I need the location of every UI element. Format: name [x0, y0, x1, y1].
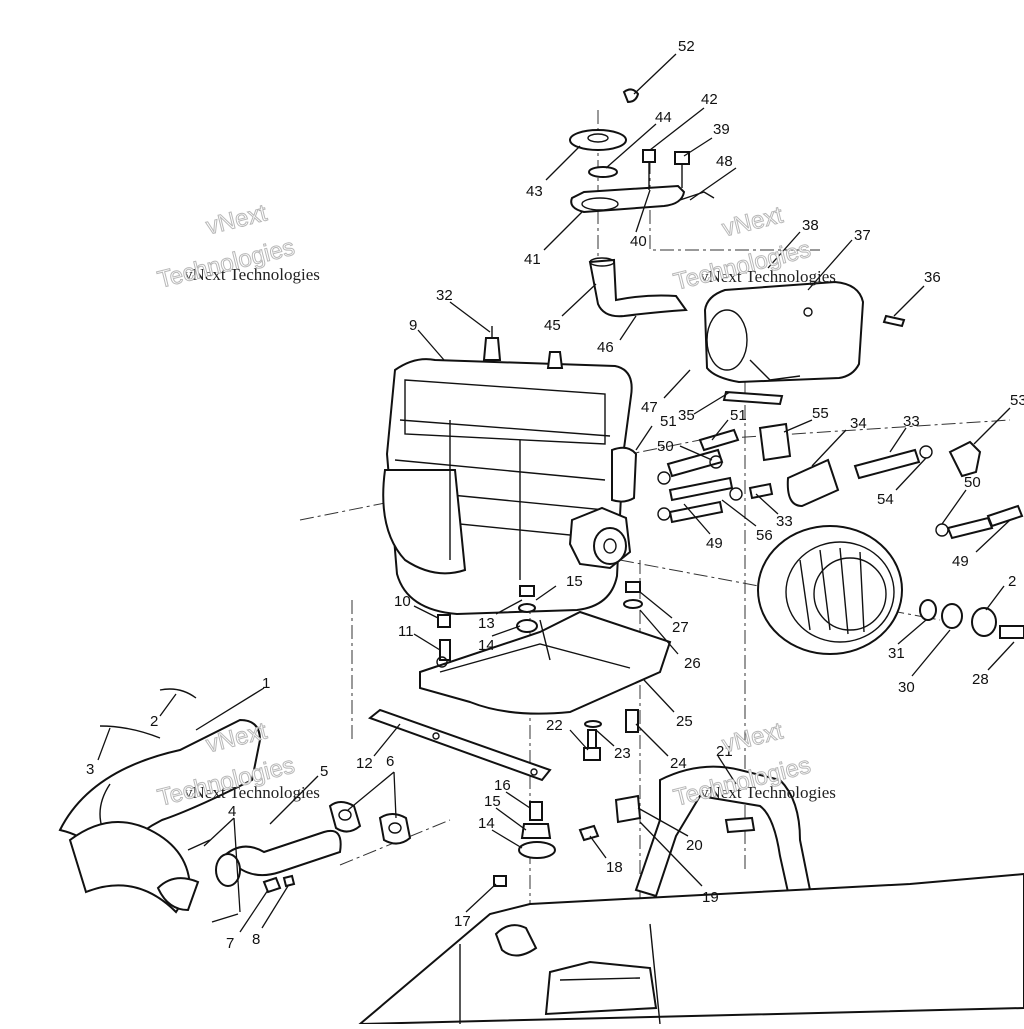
callout-17: 17 [454, 913, 471, 930]
callout-14-bottom: 14 [478, 815, 495, 832]
callout-3: 3 [86, 761, 94, 778]
callout-43: 43 [526, 183, 543, 200]
svg-text:vNext Technologies: vNext Technologies [700, 783, 836, 802]
oil-tank [703, 280, 906, 406]
callout-23: 23 [614, 745, 631, 762]
callout-leaders [97, 53, 1015, 933]
callout-56: 56 [756, 527, 773, 544]
callout-13: 13 [478, 615, 495, 632]
callout-33-b: 33 [776, 513, 793, 530]
svg-text:vNext Technologies: vNext Technologies [184, 265, 320, 284]
callout-9: 9 [409, 317, 417, 334]
callout-15-bottom: 15 [484, 793, 501, 810]
callout-38: 38 [802, 217, 819, 234]
svg-text:vNext: vNext [719, 201, 785, 242]
callout-35: 35 [678, 407, 695, 424]
callout-41: 41 [524, 251, 541, 268]
callout-5: 5 [320, 763, 328, 780]
callout-36: 36 [924, 269, 941, 286]
callout-51-a: 51 [660, 413, 677, 430]
callout-12: 12 [356, 755, 373, 772]
fuel-cap-assembly [569, 88, 715, 214]
callout-20: 20 [686, 837, 703, 854]
support-bar [367, 708, 552, 782]
callout-26: 26 [684, 655, 701, 672]
callout-25: 25 [676, 713, 693, 730]
callout-53: 53 [1010, 392, 1024, 409]
callout-14-top: 14 [478, 637, 495, 654]
svg-text:vNext: vNext [719, 717, 785, 758]
svg-text:vNext: vNext [203, 199, 269, 240]
engine-block [382, 326, 638, 616]
callout-22: 22 [546, 717, 563, 734]
callout-labels: 52 42 44 39 48 43 41 40 38 37 36 45 46 3… [86, 38, 1024, 952]
callout-18: 18 [606, 859, 623, 876]
callout-15-top: 15 [566, 573, 583, 590]
callout-39: 39 [713, 121, 730, 138]
callout-28: 28 [972, 671, 989, 688]
callout-50-a: 50 [657, 438, 674, 455]
exhaust-system [58, 688, 412, 923]
svg-text:Technologies: Technologies [155, 234, 297, 294]
recoil-starter [757, 525, 1024, 655]
callout-24: 24 [670, 755, 687, 772]
callout-40: 40 [630, 233, 647, 250]
callout-45: 45 [544, 317, 561, 334]
svg-text:vNext Technologies: vNext Technologies [700, 267, 836, 286]
callout-51-b: 51 [730, 407, 747, 424]
callout-6: 6 [386, 753, 394, 770]
callout-21: 21 [716, 743, 733, 760]
callout-16: 16 [494, 777, 511, 794]
frame-bracket-and-mounts [493, 709, 822, 948]
callout-10: 10 [394, 593, 411, 610]
callout-32: 32 [436, 287, 453, 304]
callout-55: 55 [812, 405, 829, 422]
callout-33-a: 33 [903, 413, 920, 430]
callout-27: 27 [672, 619, 689, 636]
callout-2-right: 2 [1008, 573, 1016, 590]
callout-44: 44 [655, 109, 672, 126]
chassis-frame [357, 872, 1024, 1026]
callout-19: 19 [702, 889, 719, 906]
watermark-top-left: vNext vNext Technologies Technologies [154, 199, 320, 294]
callout-49-a: 49 [706, 535, 723, 552]
callout-48: 48 [716, 153, 733, 170]
callout-46: 46 [597, 339, 614, 356]
callout-47: 47 [641, 399, 658, 416]
callout-49-b: 49 [952, 553, 969, 570]
callout-8: 8 [252, 931, 260, 948]
callout-31: 31 [888, 645, 905, 662]
callout-30: 30 [898, 679, 915, 696]
callout-2-left: 2 [150, 713, 158, 730]
callout-50-b: 50 [964, 474, 981, 491]
svg-text:vNext Technologies: vNext Technologies [184, 783, 320, 802]
callout-7: 7 [226, 935, 234, 952]
callout-4: 4 [228, 803, 236, 820]
callout-54: 54 [877, 491, 894, 508]
callout-1: 1 [262, 675, 270, 692]
callout-37: 37 [854, 227, 871, 244]
callout-42: 42 [701, 91, 718, 108]
engine-mount-plate [419, 581, 672, 715]
callout-52: 52 [678, 38, 695, 55]
fuel-neck-hose [588, 257, 688, 318]
callout-11: 11 [398, 623, 414, 640]
callout-34: 34 [850, 415, 867, 432]
